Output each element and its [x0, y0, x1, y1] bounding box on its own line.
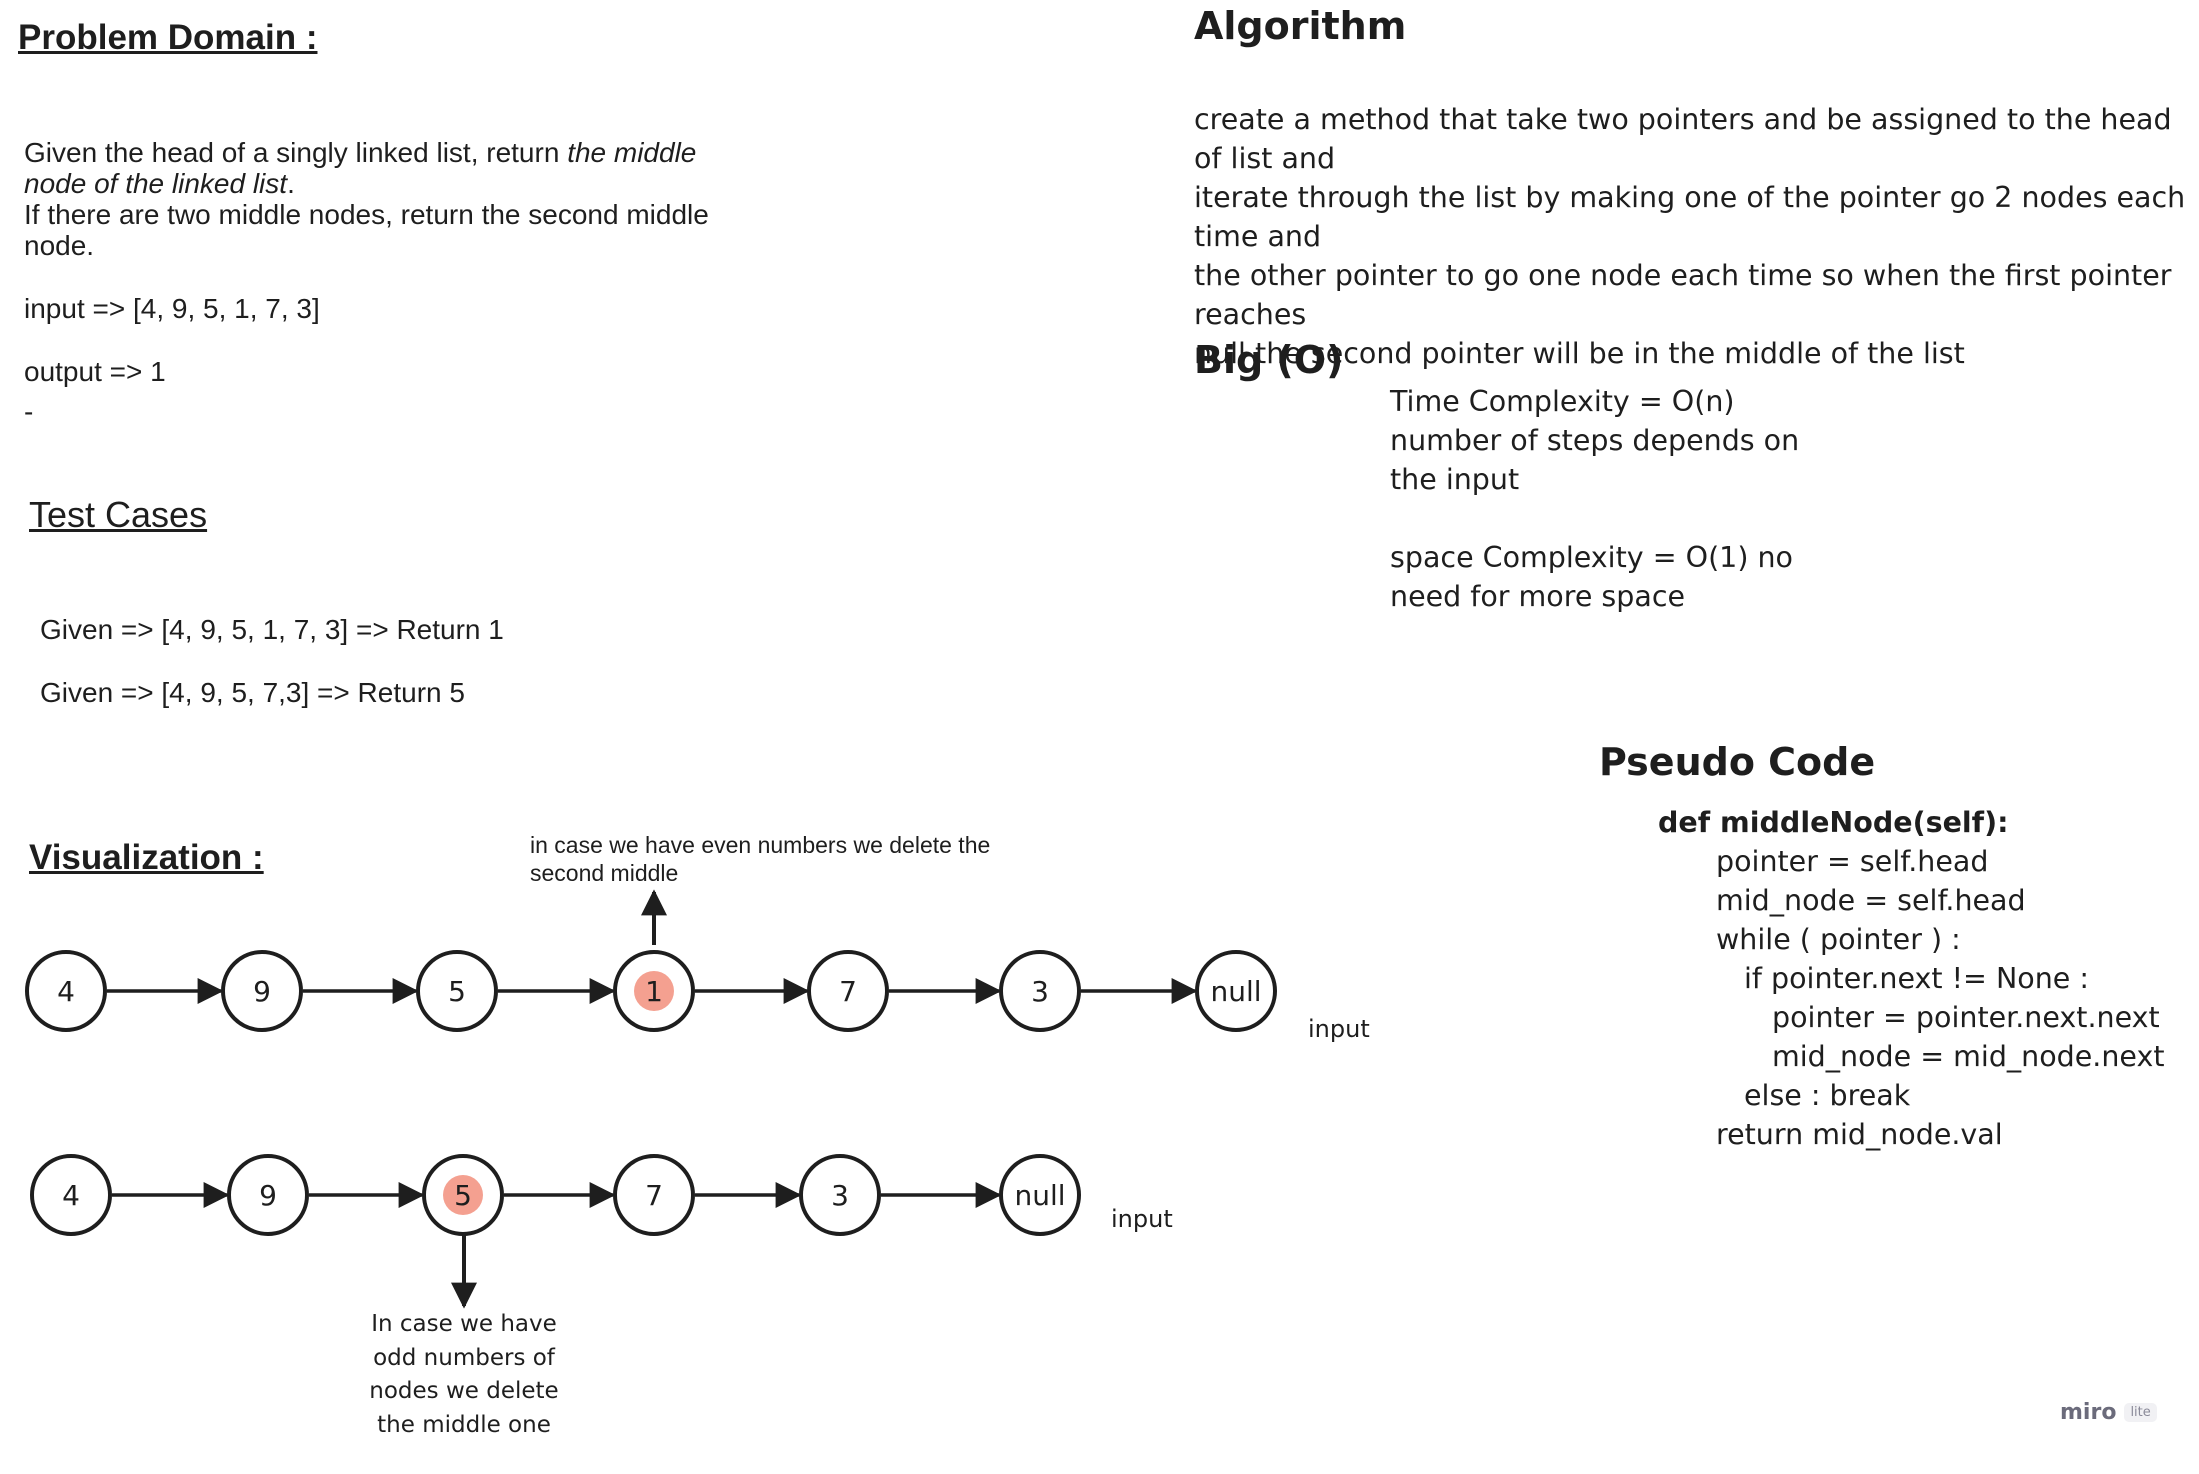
list2-node-label: 7	[645, 1179, 663, 1212]
list2-node-circle	[999, 1154, 1081, 1236]
problem-description: Given the head of a singly linked list, …	[24, 137, 724, 199]
code-line: else : break	[1744, 1079, 1911, 1112]
problem-description-line2: If there are two middle nodes, return th…	[24, 199, 709, 261]
note-even: in case we have even numbers we delete t…	[530, 832, 991, 886]
list1-node-circle	[221, 950, 303, 1032]
list2-node-label: 4	[62, 1179, 80, 1212]
list1-node-highlight	[634, 971, 674, 1011]
list1-node-label: 5	[448, 975, 466, 1008]
list2-node-circle	[227, 1154, 309, 1236]
visualization-title: Visualization :	[29, 838, 264, 877]
big-o-line: the input	[1390, 463, 1520, 496]
list2-node-circle	[613, 1154, 695, 1236]
list2-node-label: 9	[259, 1179, 277, 1212]
list1-node-circle	[416, 950, 498, 1032]
code-line: return mid_node.val	[1716, 1118, 2003, 1151]
miro-branding: miro lite	[2060, 1400, 2157, 1425]
linked-list-2: 4 9 5 7 3 null	[30, 1154, 1081, 1236]
list1-node-circle	[807, 950, 889, 1032]
list2-node-label: 3	[831, 1179, 849, 1212]
list1-node-label: 3	[1031, 975, 1049, 1008]
algorithm-title: Algorithm	[1194, 4, 1407, 48]
list2-node-label: 5	[454, 1179, 472, 1212]
list2-input-label: input	[1111, 1205, 1173, 1233]
code-line: mid_node = mid_node.next	[1772, 1040, 2165, 1073]
algorithm-line: create a method that take two pointers a…	[1194, 103, 2172, 175]
list1-node-label: 7	[839, 975, 857, 1008]
big-o-line: space Complexity = O(1) no	[1390, 541, 1793, 574]
algorithm-line: the other pointer to go one node each ti…	[1194, 259, 2172, 331]
pseudo-code-block: def middleNode(self): pointer = self.hea…	[1658, 803, 2165, 1154]
list1-node-label: 9	[253, 975, 271, 1008]
algorithm-line: null the second pointer will be in the m…	[1194, 337, 1965, 370]
problem-domain-title: Problem Domain :	[18, 18, 318, 57]
big-o-line: number of steps depends on	[1390, 424, 1800, 457]
test-cases-title: Test Cases	[29, 494, 208, 535]
test-case-2: Given => [4, 9, 5, 7,3] => Return 5	[40, 677, 465, 708]
linked-list-1: 4 9 5 1 7 3 null	[25, 950, 1277, 1032]
desc-part1: Given the head of a singly linked list, …	[24, 137, 568, 168]
code-line: while ( pointer ) :	[1716, 923, 1961, 956]
code-line: pointer = self.head	[1716, 845, 1989, 878]
big-o-text: Time Complexity = O(n) number of steps d…	[1390, 382, 1799, 616]
big-o-line: Time Complexity = O(n)	[1390, 385, 1735, 418]
code-line: mid_node = self.head	[1716, 884, 2026, 917]
algorithm-text: create a method that take two pointers a…	[1194, 100, 2199, 373]
big-o-line: need for more space	[1390, 580, 1686, 613]
list1-node-label: null	[1210, 975, 1261, 1008]
list1-node-circle	[999, 950, 1081, 1032]
problem-dash: -	[24, 396, 34, 427]
miro-logo: miro	[2060, 1400, 2117, 1425]
algorithm-line: iterate through the list by making one o…	[1194, 181, 2186, 253]
test-case-1: Given => [4, 9, 5, 1, 7, 3] => Return 1	[40, 614, 504, 645]
problem-output: output => 1	[24, 356, 166, 387]
code-line: if pointer.next != None :	[1744, 962, 2089, 995]
code-line: pointer = pointer.next.next	[1772, 1001, 2160, 1034]
desc-part2: .	[287, 168, 295, 199]
list1-node-label: 4	[57, 975, 75, 1008]
list1-node-circle	[25, 950, 107, 1032]
list1-input-label: input	[1308, 1015, 1370, 1043]
big-o-title: Big (O)	[1194, 338, 1344, 382]
list1-node-label: 1	[645, 975, 663, 1008]
desc-italic: the middle node of the linked list	[24, 137, 697, 199]
list2-node-circle	[30, 1154, 112, 1236]
note-odd: In case we have odd numbers of nodes we …	[369, 1311, 559, 1438]
list2-node-circle	[799, 1154, 881, 1236]
pseudo-code-title: Pseudo Code	[1599, 740, 1876, 784]
list1-node-circle	[1195, 950, 1277, 1032]
lite-badge: lite	[2124, 1403, 2157, 1422]
list2-node-label: null	[1014, 1179, 1065, 1212]
big-o-line	[1390, 499, 1799, 538]
list2-node-highlight	[443, 1175, 483, 1215]
code-def-line: def middleNode(self):	[1658, 806, 2009, 839]
problem-input: input => [4, 9, 5, 1, 7, 3]	[24, 293, 320, 324]
